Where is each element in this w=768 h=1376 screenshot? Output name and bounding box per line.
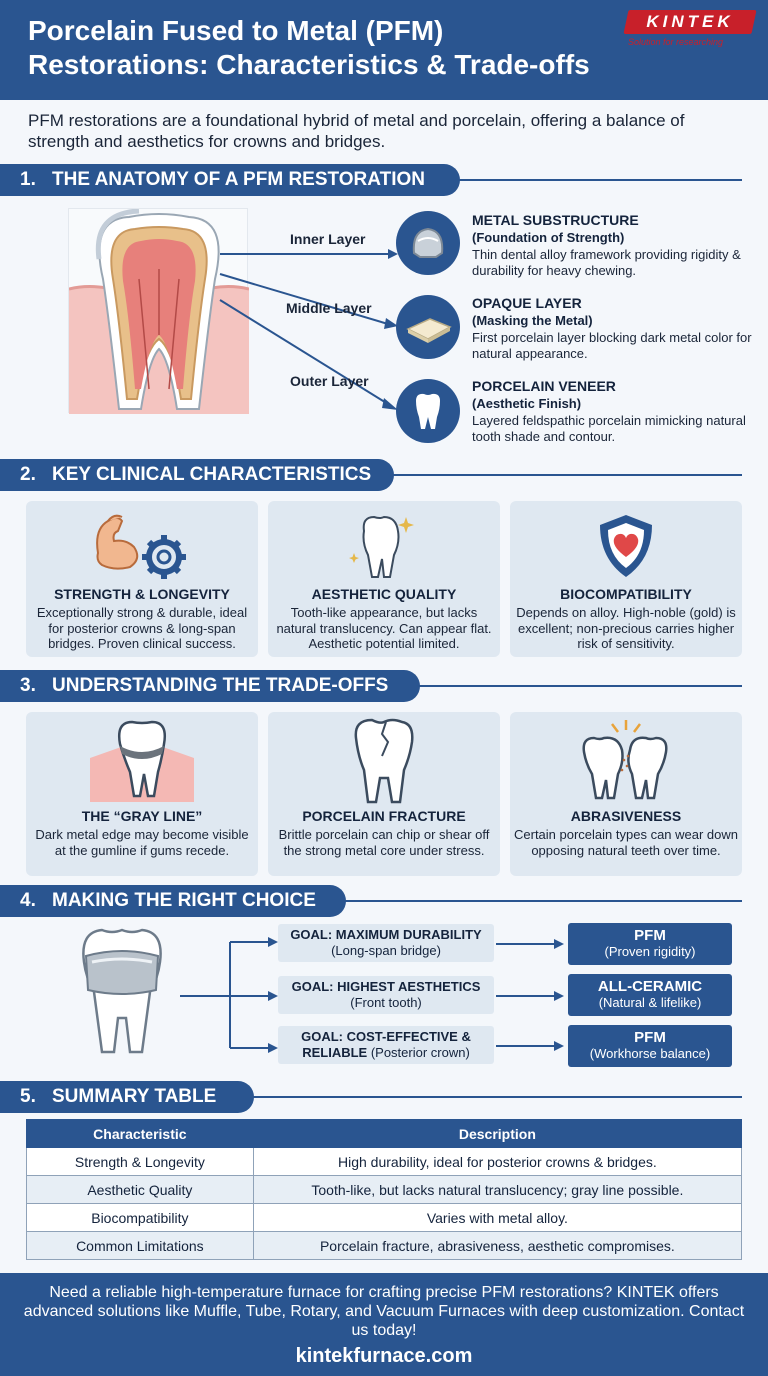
- layer-subtitle-veneer: (Aesthetic Finish): [472, 396, 582, 411]
- table-cell: High durability, ideal for posterior cro…: [252, 1147, 743, 1176]
- card-title: THE “GRAY LINE”: [81, 808, 203, 824]
- tooth-cross-section-illustration: [68, 208, 250, 414]
- card-gray-line: THE “GRAY LINE” Dark metal edge may beco…: [26, 712, 258, 876]
- footer-website-link[interactable]: kintekfurnace.com: [295, 1345, 473, 1367]
- opaque-layer-icon: [396, 295, 460, 359]
- card-desc: Brittle porcelain can chip or shear off …: [278, 827, 490, 858]
- card-desc: Dark metal edge may become visible at th…: [35, 827, 249, 858]
- table-cell: Tooth-like, but lacks natural translucen…: [252, 1175, 743, 1204]
- card-desc: Tooth-like appearance, but lacks natural…: [276, 605, 492, 651]
- layer-title-metal: METAL SUBSTRUCTURE: [472, 212, 639, 228]
- table-cell: Varies with metal alloy.: [252, 1203, 743, 1232]
- card-title: BIOCOMPATIBILITY: [560, 586, 692, 602]
- column-header: Description: [252, 1119, 743, 1148]
- card-desc: Exceptionally strong & durable, ideal fo…: [36, 605, 248, 651]
- card-title: STRENGTH & LONGEVITY: [54, 586, 230, 602]
- layer-connector-arrows: [219, 249, 398, 410]
- gum-recession-icon: [90, 720, 194, 802]
- section-heading-tradeoffs: 3.UNDERSTANDING THE TRADE-OFFS: [0, 670, 420, 702]
- summary-table: Characteristic Description Strength & Lo…: [26, 1119, 743, 1260]
- muscle-gear-icon: [96, 514, 186, 579]
- card-aesthetic: AESTHETIC QUALITY Tooth-like appearance,…: [268, 501, 500, 657]
- table-row: Strength & Longevity High durability, id…: [26, 1147, 743, 1176]
- layer-desc-veneer: Layered feldspathic porcelain mimicking …: [472, 413, 746, 444]
- label-middle-layer: Middle Layer: [286, 300, 372, 316]
- title-line-1: Porcelain Fused to Metal (PFM): [28, 15, 444, 46]
- card-strength: STRENGTH & LONGEVITY Exceptionally stron…: [26, 501, 258, 657]
- table-cell: Biocompatibility: [26, 1203, 254, 1232]
- page-title: Porcelain Fused to Metal (PFM) Restorati…: [28, 14, 628, 82]
- table-cell: Common Limitations: [26, 1231, 254, 1260]
- sparkling-tooth-icon: [349, 515, 414, 578]
- layer-title-veneer: PORCELAIN VENEER: [472, 378, 616, 394]
- section-heading-characteristics: 2.KEY CLINICAL CHARACTERISTICS: [0, 459, 394, 491]
- section-divider: [400, 685, 742, 687]
- table-header-row: Characteristic Description: [26, 1119, 743, 1148]
- card-abrasiveness: ABRASIVENESS Certain porcelain types can…: [510, 712, 742, 876]
- card-title: AESTHETIC QUALITY: [311, 586, 457, 602]
- footer-text: Need a reliable high-temperature furnace…: [23, 1284, 745, 1339]
- result-all-ceramic: ALL-CERAMIC(Natural & lifelike): [568, 974, 732, 1016]
- card-porcelain-fracture: PORCELAIN FRACTURE Brittle porcelain can…: [268, 712, 500, 876]
- layer-title-opaque: OPAQUE LAYER: [472, 295, 582, 311]
- goal-cost-effective: GOAL: COST-EFFECTIVE &RELIABLE (Posterio…: [278, 1026, 494, 1064]
- section-heading-choice: 4.MAKING THE RIGHT CHOICE: [0, 885, 346, 917]
- table-row: Common Limitations Porcelain fracture, a…: [26, 1231, 743, 1260]
- logo-tagline: Solution for researching: [628, 37, 724, 47]
- result-pfm-balance: PFM(Workhorse balance): [568, 1025, 732, 1067]
- cracked-tooth-icon: [354, 718, 414, 804]
- section-heading-anatomy: 1.THE ANATOMY OF A PFM RESTORATION: [0, 164, 460, 196]
- table-cell: Porcelain fracture, abrasiveness, aesthe…: [252, 1231, 743, 1260]
- layer-subtitle-opaque: (Masking the Metal): [472, 313, 593, 328]
- layer-subtitle-metal: (Foundation of Strength): [472, 230, 625, 245]
- label-outer-layer: Outer Layer: [290, 373, 369, 389]
- footer-banner: Need a reliable high-temperature furnace…: [0, 1273, 768, 1376]
- table-row: Biocompatibility Varies with metal alloy…: [26, 1203, 743, 1232]
- section-heading-summary: 5.SUMMARY TABLE: [0, 1081, 254, 1113]
- shield-heart-icon: [600, 515, 652, 577]
- table-cell: Strength & Longevity: [26, 1147, 254, 1176]
- kintek-logo[interactable]: KINTEK Solution for researching: [623, 10, 758, 50]
- card-title: ABRASIVENESS: [570, 808, 682, 824]
- title-line-2: Restorations: Characteristics & Trade-of…: [28, 49, 590, 80]
- section-divider: [240, 1096, 742, 1098]
- layer-desc-opaque: First porcelain layer blocking dark meta…: [472, 330, 752, 361]
- table-cell: Aesthetic Quality: [26, 1175, 254, 1204]
- porcelain-veneer-icon: [396, 379, 460, 443]
- section-divider: [420, 179, 742, 181]
- card-desc: Certain porcelain types can wear down op…: [514, 827, 739, 858]
- layer-desc-metal: Thin dental alloy framework providing ri…: [472, 247, 741, 278]
- logo-text: KINTEK: [646, 12, 734, 31]
- choice-flow-arrows: [180, 937, 564, 1053]
- goal-aesthetics: GOAL: HIGHEST AESTHETICS(Front tooth): [278, 976, 494, 1014]
- goal-durability: GOAL: MAXIMUM DURABILITY(Long-span bridg…: [278, 924, 494, 962]
- grinding-teeth-icon: [582, 720, 668, 800]
- table-row: Aesthetic Quality Tooth-like, but lacks …: [26, 1175, 743, 1204]
- header-banner: Porcelain Fused to Metal (PFM) Restorati…: [0, 0, 768, 100]
- column-header: Characteristic: [26, 1119, 254, 1148]
- card-biocompatibility: BIOCOMPATIBILITY Depends on alloy. High-…: [510, 501, 742, 657]
- result-pfm-rigidity: PFM(Proven rigidity): [568, 923, 732, 965]
- section-divider: [380, 474, 742, 476]
- section-divider: [330, 900, 742, 902]
- pfm-crown-icon: [82, 928, 162, 1054]
- card-title: PORCELAIN FRACTURE: [302, 808, 466, 824]
- label-inner-layer: Inner Layer: [290, 231, 366, 247]
- metal-substructure-icon: [396, 211, 460, 275]
- card-desc: Depends on alloy. High-noble (gold) is e…: [516, 605, 736, 651]
- intro-text: PFM restorations are a foundational hybr…: [28, 111, 685, 151]
